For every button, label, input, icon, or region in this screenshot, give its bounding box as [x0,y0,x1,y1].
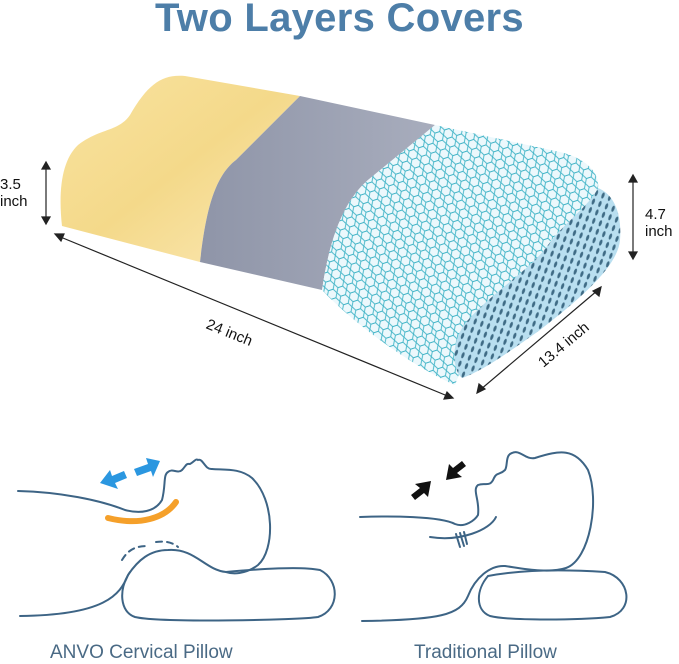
pillow-illustration [40,75,639,400]
yellow-cover-layer [60,75,300,262]
anvo-posture-illustration [17,458,336,622]
height-left-unit: inch [0,193,28,210]
cervical-support-curve [105,499,179,525]
height-right-label: 4.7 inch [645,206,673,240]
gray-band [200,96,435,290]
length-dimension-line [53,233,455,400]
height-left-label: 3.5 inch [0,176,28,210]
height-right-unit: inch [645,223,673,240]
height-right-value: 4.7 [645,206,666,223]
traditional-posture-illustration [359,451,628,622]
mesh-side-panel [454,188,621,378]
height-left-value: 3.5 [0,176,21,193]
height-left-dimension-line [40,160,52,226]
height-right-dimension-line [627,173,639,261]
caption-anvo-cervical-pillow: ANVO Cervical Pillow [50,642,233,663]
width-dimension-line [476,285,602,395]
caption-traditional-pillow: Traditional Pillow [414,642,557,663]
hex-mesh-layer [322,125,599,385]
black-compress-arrows-icon [411,461,466,500]
blue-extend-arrows-icon [100,458,160,489]
page-title: Two Layers Covers [155,0,524,40]
